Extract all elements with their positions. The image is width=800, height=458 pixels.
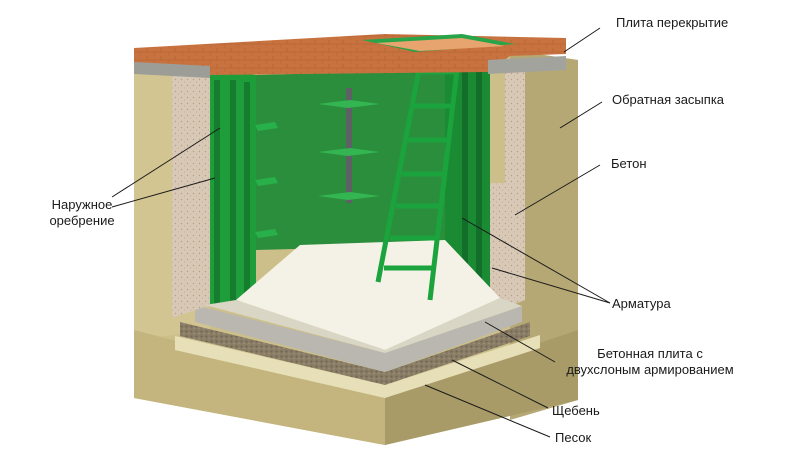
label-gravel: Щебень (552, 403, 600, 418)
label-base-slab-line2: двухслоным армированием (566, 362, 734, 377)
label-slab-cover: Плита перекрытие (616, 15, 729, 30)
label-outer-ribs-line2: оребрение (49, 213, 115, 228)
label-base-slab: Бетонная плита с двухслоным армированием (560, 346, 740, 378)
floor-edge (205, 298, 522, 353)
label-sand: Песок (555, 430, 592, 445)
label-outer-ribs-line1: Наружное (51, 197, 113, 212)
soil-front-face (134, 330, 385, 445)
ladder (375, 43, 463, 301)
label-backfill: Обратная засыпка (612, 92, 725, 107)
top-slab (134, 34, 566, 78)
base-slab (195, 305, 522, 372)
leader-lines (111, 27, 611, 438)
label-concrete: Бетон (611, 156, 647, 171)
shelf-post (318, 88, 380, 203)
gravel-layer (180, 322, 530, 385)
sand-layer (175, 335, 540, 398)
concrete-pillar-left (190, 188, 212, 306)
label-base-slab-line1: Бетонная плита с (597, 346, 703, 361)
soil-right-face (385, 330, 578, 445)
label-rebar: Арматура (612, 296, 671, 311)
label-outer-ribs: Наружное оребрение (38, 197, 126, 229)
